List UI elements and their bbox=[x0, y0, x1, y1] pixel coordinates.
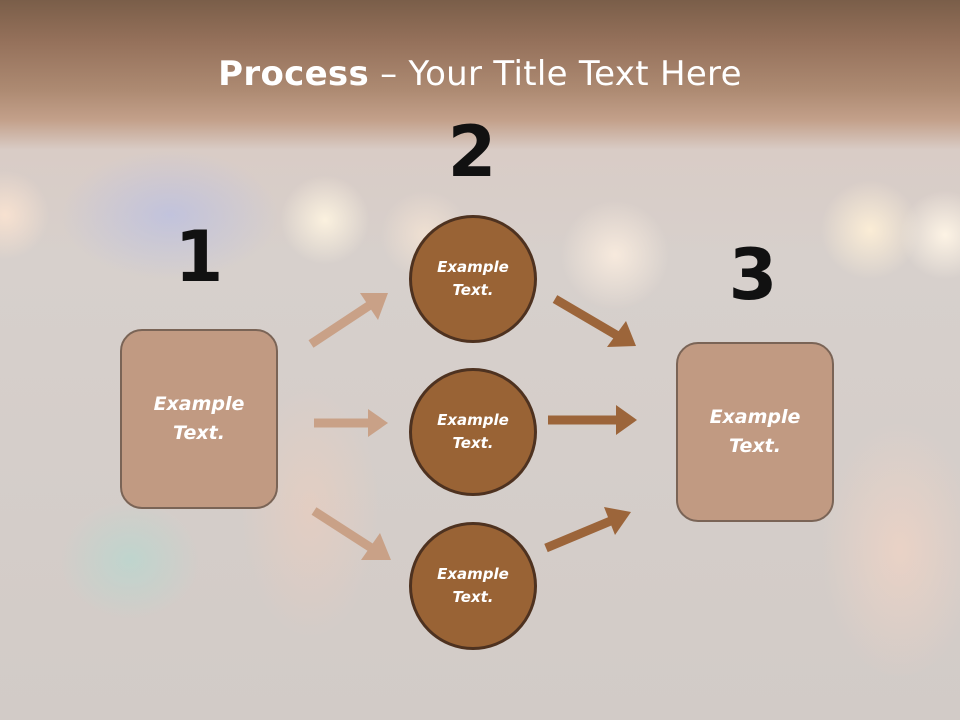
arrow-1-to-middle-head bbox=[368, 409, 388, 437]
arrow-top-to-3-head bbox=[607, 321, 636, 347]
step-1-number: 1 bbox=[174, 216, 224, 298]
light-arrows bbox=[308, 293, 391, 560]
arrow-1-to-top-head bbox=[360, 293, 388, 320]
step-2-circle-bottom: Example Text. bbox=[409, 522, 537, 650]
arrow-middle-to-3-head bbox=[616, 405, 637, 435]
step-2-circle-top: Example Text. bbox=[409, 215, 537, 343]
step-3-number: 3 bbox=[728, 234, 778, 316]
step-2-circle-top-text: Example Text. bbox=[437, 258, 509, 299]
arrow-1-to-bottom-head bbox=[361, 533, 391, 560]
arrow-bottom-to-3-head bbox=[604, 507, 631, 535]
dark-arrows bbox=[544, 295, 637, 553]
step-1-box: Example Text. bbox=[120, 329, 278, 509]
step-2-circle-middle-text: Example Text. bbox=[437, 411, 509, 452]
step-3-box: Example Text. bbox=[676, 342, 834, 522]
slide-title: Process – Your Title Text Here bbox=[0, 54, 960, 94]
title-bold: Process bbox=[218, 54, 370, 94]
arrow-1-to-top bbox=[308, 301, 373, 348]
title-rest: – Your Title Text Here bbox=[369, 54, 742, 94]
arrow-1-to-bottom bbox=[311, 507, 376, 553]
step-3-text: Example Text. bbox=[709, 406, 801, 457]
step-2-circle-bottom-text: Example Text. bbox=[437, 565, 509, 606]
step-1-text: Example Text. bbox=[153, 393, 245, 444]
arrow-top-to-3 bbox=[552, 295, 621, 340]
step-2-number: 2 bbox=[447, 111, 497, 193]
step-2-circle-middle: Example Text. bbox=[409, 368, 537, 496]
arrow-bottom-to-3 bbox=[544, 515, 615, 553]
